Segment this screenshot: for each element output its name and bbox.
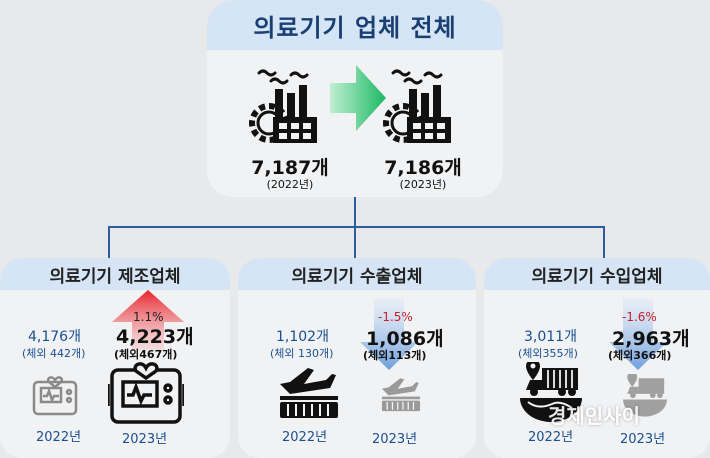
exporter-2023-count: 1,086개: [366, 328, 444, 350]
medical-device-icon: [32, 376, 78, 416]
importer-change: -1.6%: [622, 310, 657, 324]
manufacturer-2022-year: 2022년: [36, 430, 82, 445]
connector-right: [603, 226, 605, 258]
manufacturer-2023-count: 4,223개: [116, 326, 194, 348]
exporter-card: 의료기기 수출업체 1,102개 (체외 130개) -1.5% 1,086개 …: [238, 258, 476, 458]
exporter-2023-year: 2023년: [372, 432, 418, 447]
importer-2023-count: 2,963개: [612, 328, 690, 350]
airplane-icon: [381, 378, 421, 412]
importer-2023-detail: (체외366개): [608, 349, 672, 362]
airplane-icon: [280, 368, 338, 418]
exporter-change: -1.5%: [378, 310, 413, 324]
connector-vertical-main: [354, 197, 356, 227]
factory-icon: [383, 69, 451, 143]
connector-left: [108, 226, 110, 258]
manufacturer-2022-count: 4,176개: [28, 329, 81, 345]
total-companies-card: 의료기기 업체 전체: [207, 0, 503, 197]
total-2022-count: 7,187개: [251, 157, 329, 179]
manufacturer-card: 의료기기 제조업체 4,176개 (체외 442개) 1.1% 4,223개 (…: [0, 258, 230, 458]
exporter-2022-detail: (체외 130개): [270, 347, 334, 360]
truck-globe-icon: [520, 362, 582, 422]
truck-globe-icon: [623, 374, 667, 417]
exporter-2022-count: 1,102개: [276, 329, 329, 345]
exporter-2022-year: 2022년: [282, 430, 328, 445]
factory-icon: [249, 69, 317, 143]
total-2023-year: (2023년): [399, 178, 447, 191]
total-2023-count: 7,186개: [384, 157, 462, 179]
manufacturer-2023-detail: (체외467개): [114, 348, 178, 361]
connector-horizontal: [108, 226, 605, 228]
importer-2022-year: 2022년: [528, 430, 574, 445]
manufacturer-title: 의료기기 제조업체: [49, 266, 181, 287]
exporter-card-header: 의료기기 수출업체: [238, 258, 476, 290]
down-arrow-icon: [360, 298, 418, 370]
up-arrow-icon: [112, 290, 184, 350]
connector-middle: [354, 226, 356, 258]
manufacturer-2022-detail: (체외 442개): [22, 347, 86, 360]
exporter-title: 의료기기 수출업체: [291, 266, 423, 287]
importer-card: 의료기기 수입업체 3,011개 (체외355개) -1.6% 2,963개 (…: [484, 258, 710, 458]
manufacturer-2023-year: 2023년: [122, 432, 168, 447]
total-2022-year: (2022년): [266, 178, 314, 191]
importer-2022-count: 3,011개: [524, 329, 577, 345]
total-title: 의료기기 업체 전체: [253, 13, 457, 42]
watermark-logo: 경제인사이: [548, 404, 640, 428]
exporter-2023-detail: (체외113개): [363, 349, 427, 362]
manufacturer-change: 1.1%: [133, 310, 164, 324]
down-arrow-icon: [609, 298, 667, 370]
medical-device-icon: [108, 362, 184, 424]
importer-2023-year: 2023년: [620, 432, 666, 447]
manufacturer-card-header: 의료기기 제조업체: [0, 258, 230, 290]
importer-title: 의료기기 수입업체: [531, 266, 663, 287]
arrow-right-icon: [330, 65, 386, 131]
importer-card-header: 의료기기 수입업체: [484, 258, 710, 290]
importer-2022-detail: (체외355개): [518, 347, 578, 360]
total-card-header: 의료기기 업체 전체: [207, 0, 503, 50]
